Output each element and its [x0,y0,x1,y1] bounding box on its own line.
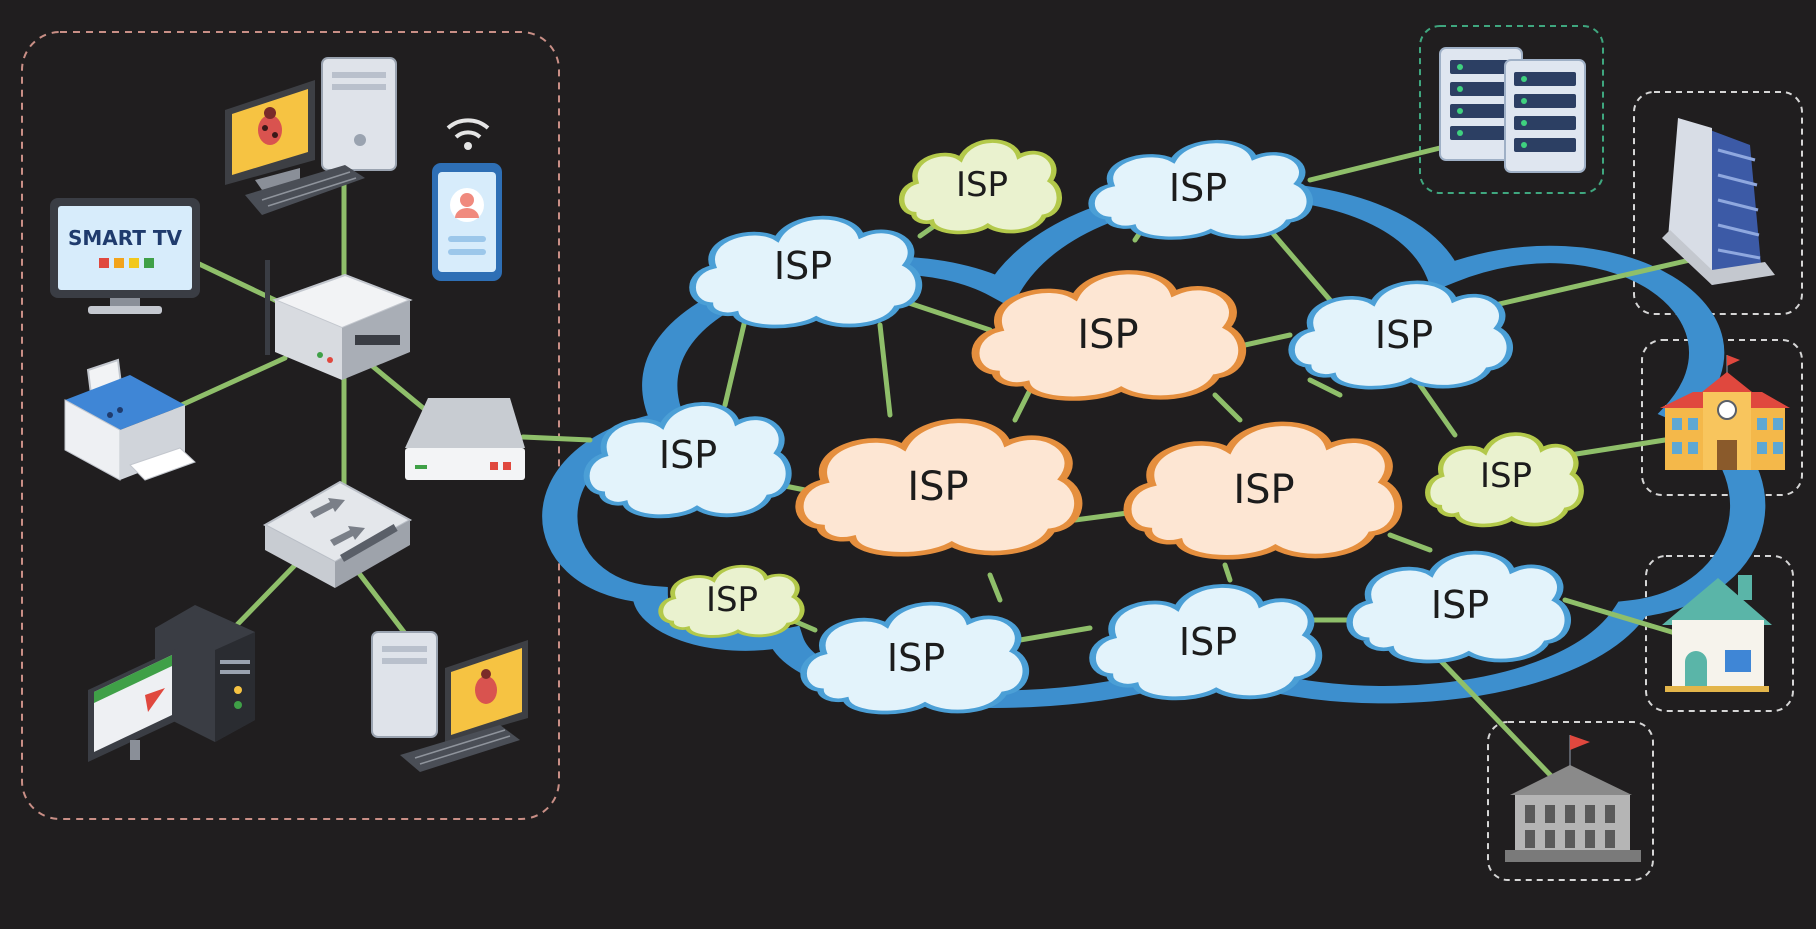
school-icon [1660,355,1790,470]
modem-icon [405,398,525,480]
smart-tv-label: SMART TV [68,226,183,250]
isp-node-4[interactable]: ISP [976,272,1243,398]
isp-label: ISP [774,244,832,288]
house-icon [1662,575,1772,692]
desktop-pc-virus-icon [371,631,528,772]
isp-label: ISP [1077,312,1138,358]
smart-tv-icon: SMART TV [50,198,200,314]
local-links [172,167,593,643]
smartphone-icon [432,118,502,281]
isp-label: ISP [706,580,758,620]
isp-label: ISP [1431,583,1489,627]
office-building-icon [1662,118,1775,285]
isp-node-13[interactable]: ISP [1350,553,1568,662]
isp-label: ISP [1480,456,1532,496]
isp-node-2[interactable]: ISP [1092,142,1310,239]
isp-label: ISP [907,464,968,510]
isp-node-9[interactable]: ISP [1428,434,1582,525]
isp-label: ISP [1179,620,1237,664]
isp-label: ISP [887,636,945,680]
government-border [1487,721,1654,881]
isp-label: ISP [1169,166,1227,210]
isp-node-1[interactable]: ISP [902,141,1060,232]
isp-node-8[interactable]: ISP [1127,424,1398,557]
wifi-router-icon [265,260,413,380]
network-switch-icon [262,480,413,588]
desktop-pc-virus-icon [225,57,397,215]
government-building-icon [1505,735,1641,862]
home-network-border [21,31,560,820]
isp-node-10[interactable]: ISP [661,566,802,636]
isp-node-12[interactable]: ISP [1093,586,1319,698]
datacenter-border [1419,25,1604,194]
isp-node-7[interactable]: ISP [799,421,1078,554]
isp-label: ISP [1375,313,1433,357]
printer-icon [64,358,196,481]
isp-node-3[interactable]: ISP [693,218,919,327]
isp-label: ISP [659,433,717,477]
isp-node-6[interactable]: ISP [587,404,789,516]
isp-node-11[interactable]: ISP [804,604,1026,713]
isp-node-5[interactable]: ISP [1292,282,1510,387]
video-pc-icon [88,605,255,762]
server-rack-icon [1439,47,1586,173]
isp-label: ISP [956,165,1008,205]
isp-label: ISP [1233,467,1294,513]
